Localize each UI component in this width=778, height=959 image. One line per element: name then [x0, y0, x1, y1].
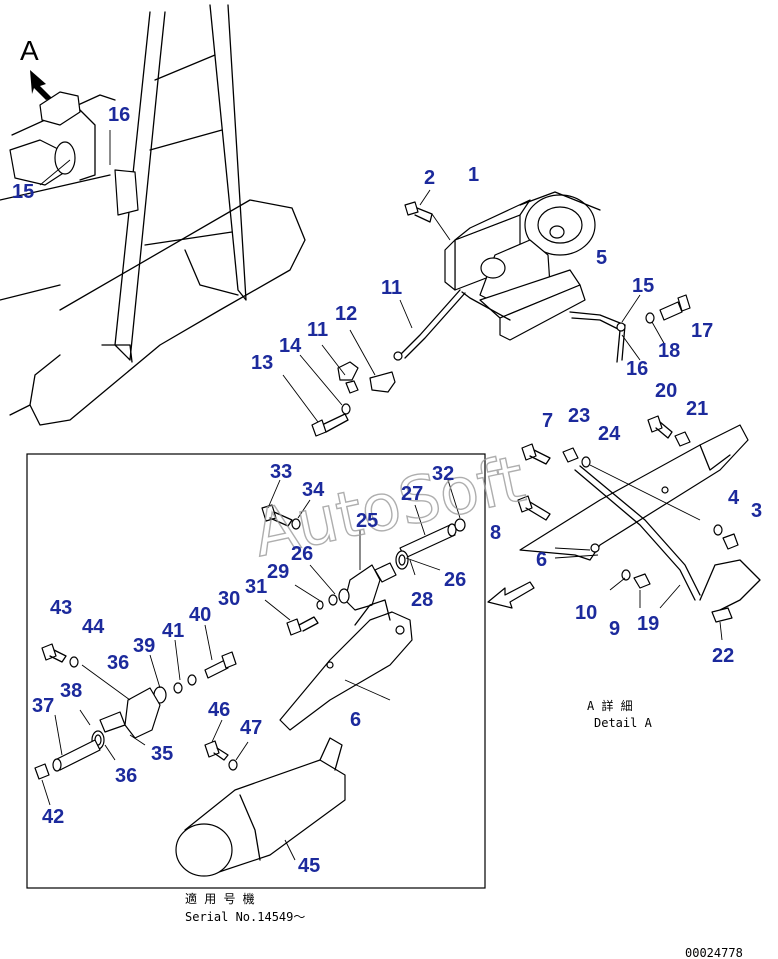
callout-2: 2 [424, 167, 435, 189]
view-label-a: A [20, 35, 39, 66]
callout-5: 5 [596, 247, 607, 269]
callout-45: 45 [298, 855, 320, 877]
callout-8: 8 [490, 522, 501, 544]
document-number: 00024778 [685, 946, 743, 959]
assembly-frame [26, 453, 486, 889]
serial-caption-en: Serial No.14549～ [185, 910, 305, 924]
callout-33: 33 [270, 461, 292, 483]
callout-30: 30 [218, 588, 240, 610]
callout-32: 32 [432, 463, 454, 485]
callout-11-b: 11 [307, 319, 328, 341]
callout-11-a: 11 [381, 277, 402, 299]
view-arrow-icon [30, 70, 52, 100]
callout-15-a: 15 [12, 181, 34, 203]
callout-numbers: 1 2 3 4 5 6 6 7 8 9 10 11 11 12 13 14 15… [12, 104, 762, 877]
serial-assembly-box [26, 453, 486, 889]
callout-37: 37 [32, 695, 54, 717]
callout-28: 28 [411, 589, 433, 611]
callout-21: 21 [686, 398, 708, 420]
callout-14: 14 [279, 335, 302, 357]
detail-a: A 詳 細 Detail A [487, 415, 761, 730]
callout-42: 42 [42, 806, 64, 828]
callout-17: 17 [691, 320, 713, 342]
callout-25: 25 [356, 510, 378, 532]
callout-4: 4 [728, 487, 740, 509]
serial-caption-jp: 適 用 号 機 [185, 891, 255, 906]
callout-9: 9 [609, 618, 620, 640]
callout-6-detail: 6 [536, 549, 547, 571]
callout-39: 39 [133, 635, 155, 657]
callout-15-b: 15 [632, 275, 654, 297]
callout-26-a: 26 [291, 543, 313, 565]
callout-31: 31 [245, 576, 267, 598]
callout-35: 35 [151, 743, 173, 765]
callout-23: 23 [568, 405, 590, 427]
callout-20: 20 [655, 380, 677, 402]
callout-19: 19 [637, 613, 659, 635]
machine-overview: A [0, 4, 306, 426]
direction-arrow-icon [487, 581, 535, 609]
callout-26-b: 26 [444, 569, 466, 591]
callout-16-b: 16 [626, 358, 648, 380]
callout-47: 47 [240, 717, 262, 739]
callout-3: 3 [751, 500, 762, 522]
callout-36-a: 36 [107, 652, 129, 674]
detail-caption-jp: A 詳 細 [587, 698, 633, 713]
callout-22: 22 [712, 645, 734, 667]
callout-29: 29 [267, 561, 289, 583]
callout-41: 41 [162, 620, 184, 642]
callout-38: 38 [60, 680, 82, 702]
cable-mechanism [282, 189, 691, 437]
callout-13: 13 [251, 352, 273, 374]
callout-10: 10 [575, 602, 597, 624]
callout-27: 27 [401, 483, 423, 505]
callout-16-a: 16 [108, 104, 130, 126]
callout-43: 43 [50, 597, 72, 619]
callout-40: 40 [189, 604, 211, 626]
detail-caption-en: Detail A [594, 716, 653, 730]
callout-7: 7 [542, 410, 553, 432]
callout-46: 46 [208, 699, 230, 721]
callout-44: 44 [82, 616, 105, 638]
callout-1: 1 [468, 164, 479, 186]
callout-36-b: 36 [115, 765, 137, 787]
callout-6-box: 6 [350, 709, 361, 731]
callout-18: 18 [658, 340, 680, 362]
callout-12: 12 [335, 303, 357, 325]
callout-24: 24 [598, 423, 621, 445]
callout-34: 34 [302, 479, 325, 501]
